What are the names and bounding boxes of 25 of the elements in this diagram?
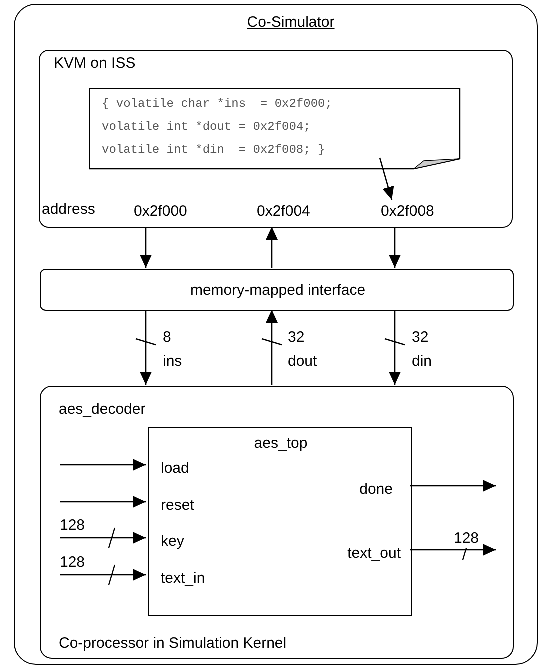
frame-heading: Co-Simulator xyxy=(247,14,335,32)
panel-heading: KVM on ISS xyxy=(54,55,136,73)
axis-caption: address xyxy=(42,201,96,219)
panel-heading: aes_decoder xyxy=(59,401,146,419)
panel-caption: Co-processor in Simulation Kernel xyxy=(59,635,287,653)
port-name: done xyxy=(360,481,393,499)
address-text: 0x2f000 xyxy=(134,203,188,221)
address-text: 0x2f004 xyxy=(257,203,310,221)
code-line: { volatile char *ins = 0x2f000; xyxy=(102,96,332,113)
simulator-frame xyxy=(14,4,538,665)
interface-label: memory-mapped interface xyxy=(190,282,366,300)
processor-panel xyxy=(39,50,513,228)
port-name: load xyxy=(161,460,190,478)
code-line: volatile int *din = 0x2f008; } xyxy=(102,142,326,159)
address-text: 0x2f008 xyxy=(381,203,434,221)
port-name: text_in xyxy=(161,570,206,588)
interface-box xyxy=(40,269,514,311)
module-box xyxy=(148,427,412,616)
port-name: reset xyxy=(161,497,194,515)
module-name: aes_top xyxy=(254,435,308,453)
port-name: key xyxy=(161,533,184,551)
code-line: volatile int *dout = 0x2f004; xyxy=(102,119,311,136)
coprocessor-panel xyxy=(40,386,514,659)
port-name: text_out xyxy=(348,545,401,563)
edge-label: 128 xyxy=(454,530,480,548)
